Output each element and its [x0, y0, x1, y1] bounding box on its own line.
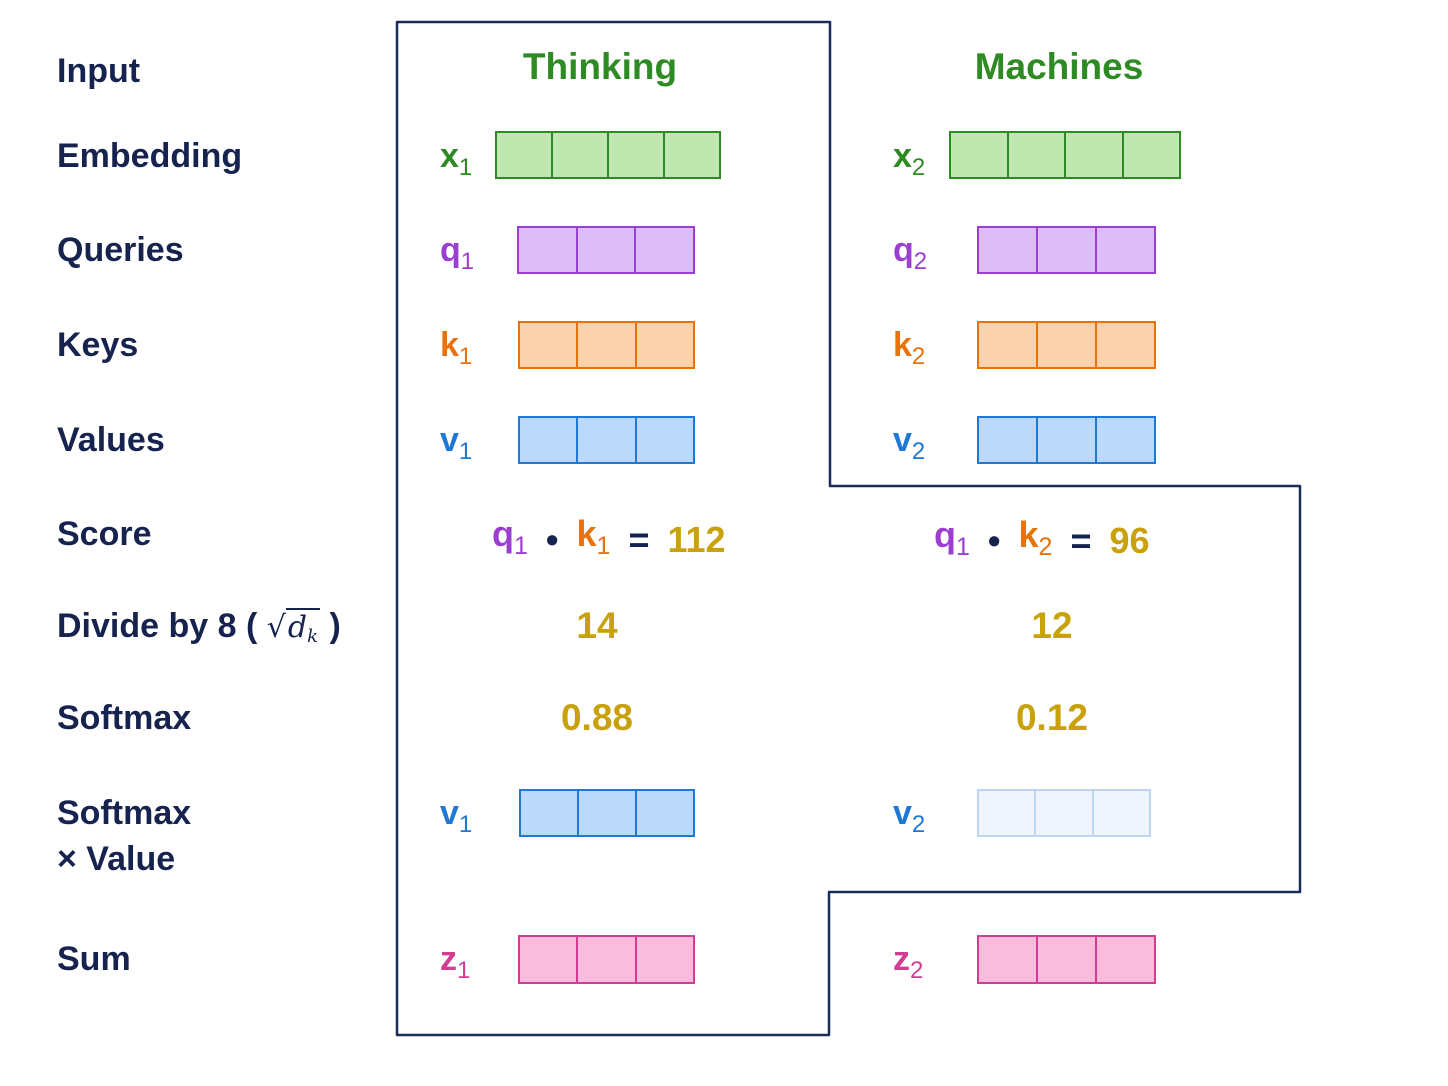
vector-cell	[634, 228, 693, 272]
equals-symbol: =	[628, 519, 650, 560]
row-label-score: Score	[57, 515, 152, 553]
v2-label: v2	[893, 421, 926, 465]
vector-cell	[979, 937, 1036, 982]
k1-label: k1	[440, 326, 473, 370]
vector-cell	[1036, 228, 1095, 272]
vector-cell	[520, 418, 576, 462]
x2-vector	[949, 131, 1181, 179]
row-label-divide: Divide by 8 ( √dk )	[57, 603, 341, 660]
vector-cell	[576, 418, 634, 462]
divided-score-1: 14	[576, 605, 618, 646]
word-machines: Machines	[974, 46, 1144, 87]
row-label-embedding: Embedding	[57, 137, 243, 175]
vector-cell	[519, 228, 576, 272]
vector-cell	[521, 791, 577, 835]
row-label-queries: Queries	[57, 231, 184, 269]
equals-symbol: =	[1070, 520, 1092, 561]
weighted-v2-vector	[977, 789, 1151, 837]
vector-cell	[1095, 323, 1154, 367]
vector-cell	[979, 418, 1036, 462]
row-label-softmax: Softmax	[57, 699, 192, 737]
divide-close: )	[329, 607, 341, 645]
k2-vector	[977, 321, 1156, 369]
v1-label: v1	[440, 421, 473, 465]
v2-vector	[977, 416, 1156, 464]
vector-cell	[1095, 228, 1154, 272]
vector-cell	[576, 323, 634, 367]
sqrt-dk: √dk	[266, 608, 320, 647]
vector-cell	[979, 228, 1036, 272]
vector-cell	[1091, 791, 1149, 835]
score-q: q1	[934, 514, 970, 561]
divide-text: Divide by 8 (	[57, 607, 258, 645]
vector-cell	[1095, 937, 1154, 982]
row-label-keys: Keys	[57, 326, 139, 364]
vector-cell	[575, 228, 635, 272]
score-q: q1	[492, 513, 528, 560]
vector-cell	[634, 937, 693, 982]
vector-cell	[497, 133, 551, 177]
weighted-v1-label: v1	[440, 794, 473, 838]
vector-cell	[663, 133, 719, 177]
weighted-v2-label: v2	[893, 794, 926, 838]
row-label-input: Input	[57, 52, 141, 90]
x2-label: x2	[893, 137, 926, 181]
vector-cell	[951, 133, 1007, 177]
row-label-sum: Sum	[57, 940, 131, 978]
softmax-score-1: 0.88	[560, 697, 633, 738]
x1-label: x1	[440, 137, 473, 181]
vector-cell	[634, 323, 693, 367]
q1-vector	[517, 226, 695, 274]
q2-label: q2	[893, 231, 928, 275]
row-label-softmax-value-2: × Value	[57, 840, 176, 878]
word-thinking: Thinking	[522, 46, 678, 87]
sqrt-k: k	[307, 626, 318, 647]
sqrt-d: d	[287, 610, 308, 645]
divided-score-2: 12	[1031, 605, 1073, 646]
row-label-values: Values	[57, 421, 165, 459]
vector-cell	[1036, 937, 1095, 982]
z1-vector	[518, 935, 695, 984]
vector-cell	[634, 418, 693, 462]
k2-label: k2	[893, 326, 926, 370]
vector-cell	[1036, 323, 1095, 367]
dot-product-symbol: •	[545, 519, 559, 560]
q1-label: q1	[440, 231, 475, 275]
vector-cell	[1064, 133, 1122, 177]
row-label-softmax-value-1: Softmax	[57, 794, 192, 832]
vector-cell	[607, 133, 663, 177]
z2-vector	[977, 935, 1156, 984]
vector-cell	[1121, 133, 1180, 177]
score-k: k2	[1018, 514, 1053, 561]
vector-cell	[577, 791, 635, 835]
score-1: q1 • k1 = 112	[492, 511, 726, 569]
dot-product-symbol: •	[987, 520, 1001, 561]
vector-cell	[1095, 418, 1154, 462]
vector-cell	[1034, 791, 1091, 835]
score-k: k1	[576, 513, 611, 560]
vector-cell	[551, 133, 607, 177]
q2-vector	[977, 226, 1156, 274]
softmax-score-2: 0.12	[1015, 697, 1088, 738]
vector-cell	[576, 937, 634, 982]
x1-vector	[495, 131, 721, 179]
score-value: 96	[1109, 520, 1150, 561]
z2-label: z2	[893, 940, 924, 984]
score-2: q1 • k2 = 96	[934, 512, 1150, 570]
z1-label: z1	[440, 940, 471, 984]
vector-cell	[979, 791, 1034, 835]
vector-cell	[635, 791, 693, 835]
vector-cell	[520, 937, 576, 982]
score-value: 112	[667, 519, 726, 560]
v1-vector	[518, 416, 695, 464]
vector-cell	[1036, 418, 1095, 462]
vector-cell	[979, 323, 1036, 367]
weighted-v1-vector	[519, 789, 695, 837]
vector-cell	[1006, 133, 1065, 177]
k1-vector	[518, 321, 695, 369]
vector-cell	[520, 323, 576, 367]
